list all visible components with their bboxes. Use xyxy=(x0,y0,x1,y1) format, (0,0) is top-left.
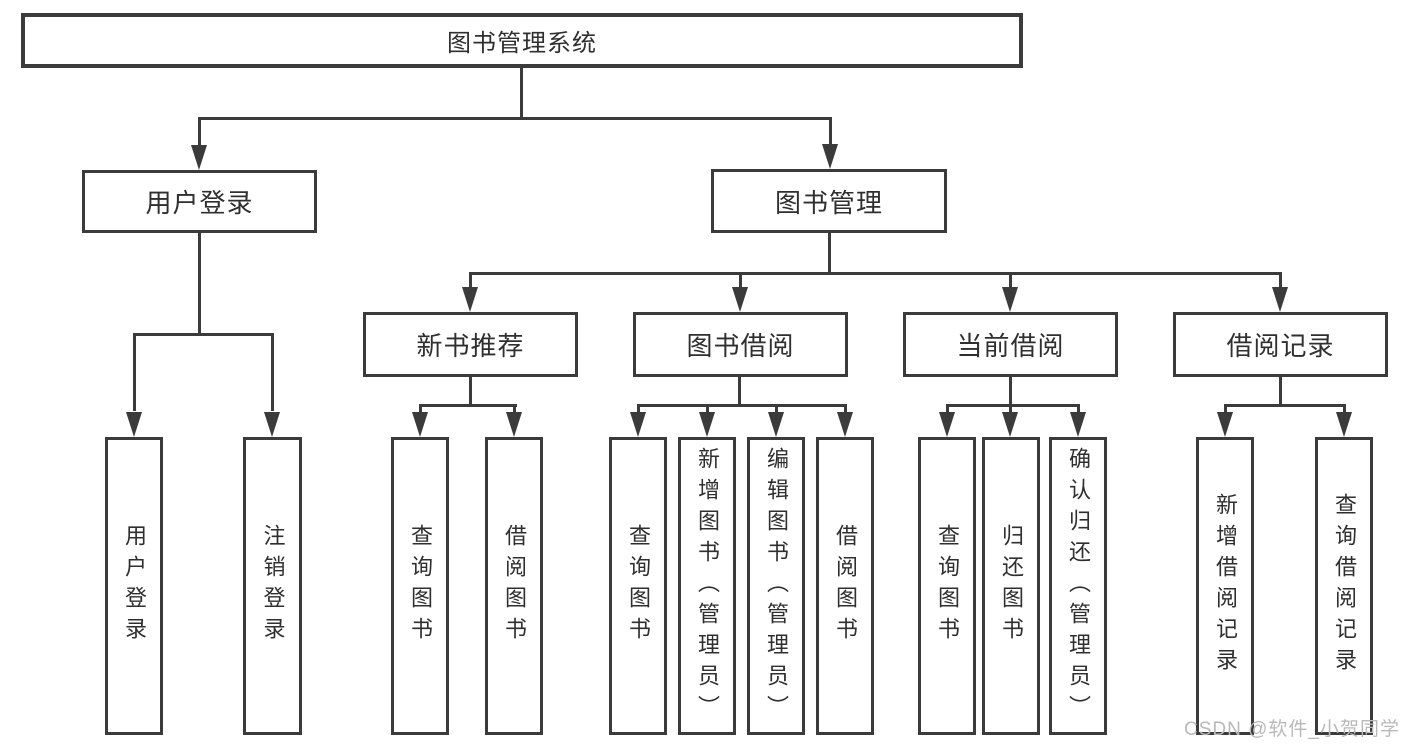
node-library-management-system: 图书管理系统 xyxy=(21,13,1023,68)
connector-stub xyxy=(1009,404,1012,416)
arrow-down-icon xyxy=(732,287,748,312)
leaf-logout: 注销登录 xyxy=(243,437,302,735)
arrow-down-icon xyxy=(822,144,838,169)
leaf-add-borrow-record: 新增借阅记录 xyxy=(1196,437,1254,735)
connector-stub xyxy=(1077,404,1080,416)
connector-root-bar xyxy=(198,117,832,120)
leaf-borrow-books: 借阅图书 xyxy=(816,437,874,735)
leaf-label: 查询图书 xyxy=(408,524,433,648)
leaf-label: 新增图书（管理员） xyxy=(695,446,720,726)
leaf-borrow-books-recommend: 借阅图书 xyxy=(485,437,543,735)
connector-stub xyxy=(1343,404,1346,416)
connector-stub xyxy=(706,404,709,416)
connector-drop xyxy=(1009,377,1012,407)
arrow-down-icon xyxy=(939,412,955,437)
arrow-down-icon xyxy=(462,287,478,312)
leaf-label: 用户登录 xyxy=(122,524,147,648)
leaf-label: 借阅图书 xyxy=(833,524,858,648)
connector-drop xyxy=(469,377,472,407)
connector-root-drop xyxy=(520,66,523,119)
arrow-down-icon xyxy=(264,412,280,437)
connector-drop xyxy=(828,233,831,275)
connector-drop xyxy=(1279,377,1282,407)
leaf-label: 确认归还（管理员） xyxy=(1066,446,1091,726)
leaf-search-books-recommend: 查询图书 xyxy=(391,437,449,735)
node-book-management: 图书管理 xyxy=(711,169,947,233)
arrow-down-icon xyxy=(1070,412,1086,437)
node-user-login: 用户登录 xyxy=(82,170,317,233)
connector-stub xyxy=(775,404,778,416)
leaf-label: 归还图书 xyxy=(999,524,1024,648)
connector-stub xyxy=(513,404,516,416)
node-label: 当前借阅 xyxy=(956,331,1065,361)
connector-stub xyxy=(637,404,640,416)
connector-stub xyxy=(829,117,832,147)
leaf-user-login: 用户登录 xyxy=(105,437,163,735)
node-current-borrowing: 当前借阅 xyxy=(903,312,1118,377)
leaf-search-books-borrowing: 查询图书 xyxy=(609,437,667,735)
node-label: 图书管理 xyxy=(774,187,883,218)
node-label: 图书借阅 xyxy=(686,331,795,361)
arrow-down-icon xyxy=(191,145,207,170)
leaf-label: 新增借阅记录 xyxy=(1213,493,1238,679)
connector-bar xyxy=(1224,404,1346,407)
leaf-edit-books-admin: 编辑图书（管理员） xyxy=(747,437,805,735)
node-label: 借阅记录 xyxy=(1226,331,1335,361)
leaf-confirm-return-admin: 确认归还（管理员） xyxy=(1049,437,1107,735)
node-borrowing-records: 借阅记录 xyxy=(1173,312,1388,377)
connector-stub xyxy=(844,404,847,416)
leaf-label: 借阅图书 xyxy=(502,524,527,648)
arrow-down-icon xyxy=(506,412,522,437)
leaf-search-borrow-record: 查询借阅记录 xyxy=(1315,437,1373,735)
leaf-search-books-current: 查询图书 xyxy=(918,437,976,735)
arrow-down-icon xyxy=(126,412,142,437)
connector-bar xyxy=(133,333,274,336)
arrow-down-icon xyxy=(768,412,784,437)
node-label: 新书推荐 xyxy=(416,331,525,361)
leaf-label: 编辑图书（管理员） xyxy=(764,446,789,726)
node-book-borrowing: 图书借阅 xyxy=(633,312,848,377)
connector-bar xyxy=(469,272,1282,275)
arrow-down-icon xyxy=(1272,287,1288,312)
leaf-label: 查询图书 xyxy=(935,524,960,648)
connector-stub xyxy=(198,117,201,147)
connector-stub xyxy=(271,333,274,411)
leaf-return-books: 归还图书 xyxy=(982,437,1040,735)
arrow-down-icon xyxy=(1002,412,1018,437)
arrow-down-icon xyxy=(1217,412,1233,437)
connector-stub xyxy=(1224,404,1227,416)
arrow-down-icon xyxy=(630,412,646,437)
csdn-watermark: CSDN @软件_小贺同学 xyxy=(1184,719,1400,740)
arrow-down-icon xyxy=(1336,412,1352,437)
connector-stub xyxy=(133,333,136,411)
leaf-add-books-admin: 新增图书（管理员） xyxy=(678,437,736,735)
connector-bar xyxy=(637,404,847,407)
connector-stub xyxy=(469,272,472,288)
connector-stub xyxy=(946,404,949,416)
connector-drop xyxy=(198,233,201,336)
connector-bar xyxy=(419,404,517,407)
node-label: 图书管理系统 xyxy=(447,30,597,57)
connector-drop xyxy=(738,377,741,407)
connector-stub xyxy=(1009,272,1012,288)
node-label: 用户登录 xyxy=(145,188,254,218)
connector-stub xyxy=(419,404,422,416)
arrow-down-icon xyxy=(412,412,428,437)
node-new-book-recommendation: 新书推荐 xyxy=(363,312,578,377)
leaf-label: 查询图书 xyxy=(626,524,651,648)
connector-bar xyxy=(946,404,1080,407)
arrow-down-icon xyxy=(1002,287,1018,312)
connector-stub xyxy=(1279,272,1282,288)
leaf-label: 查询借阅记录 xyxy=(1332,493,1357,679)
leaf-label: 注销登录 xyxy=(260,524,286,648)
arrow-down-icon xyxy=(837,412,853,437)
arrow-down-icon xyxy=(699,412,715,437)
connector-stub xyxy=(739,272,742,288)
